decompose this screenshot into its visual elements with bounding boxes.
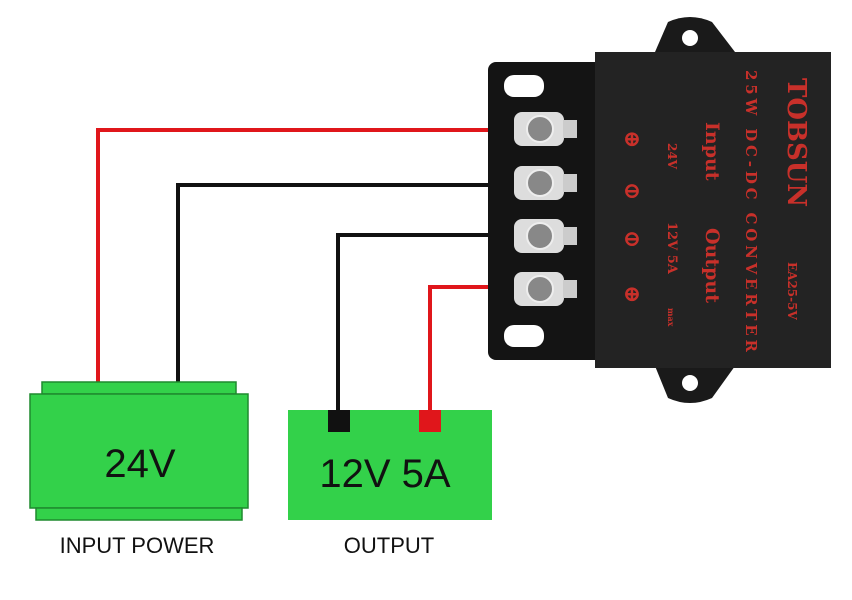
- dc-dc-converter: TOBSUN EA25-5V 25W DC-DC CONVERTER Input…: [488, 17, 831, 403]
- terminal-screw[interactable]: [514, 166, 577, 200]
- terminal-screw[interactable]: [514, 272, 577, 306]
- output-max: max: [666, 308, 676, 327]
- terminal-screw[interactable]: [514, 112, 577, 146]
- input-voltage-label: 24V: [104, 442, 175, 486]
- output-load: 12V 5A: [288, 410, 492, 520]
- input-negative-wire: [176, 183, 525, 385]
- terminal-block: [514, 112, 577, 306]
- plus-symbol: ⊕: [623, 126, 641, 152]
- output-voltage-label: 12V 5A: [319, 452, 451, 496]
- output-label: Output: [701, 228, 723, 303]
- input-power-source: 24V: [29, 381, 249, 521]
- brand-logo: TOBSUN: [781, 78, 811, 207]
- plus-symbol: ⊕: [623, 281, 641, 307]
- minus-symbol: ⊖: [623, 226, 641, 252]
- input-label: Input: [701, 122, 723, 181]
- input-power-caption: INPUT POWER: [60, 533, 215, 558]
- input-voltage: 24V: [665, 143, 679, 170]
- model-number: EA25-5V: [785, 262, 799, 320]
- output-negative-terminal: [328, 410, 350, 432]
- input-positive-wire: [96, 128, 525, 385]
- output-caption: OUTPUT: [344, 533, 434, 558]
- output-negative-wire: [336, 233, 525, 412]
- output-rating: 12V 5A: [664, 222, 679, 275]
- terminal-screw[interactable]: [514, 219, 577, 253]
- minus-symbol: ⊖: [623, 178, 641, 204]
- output-positive-terminal: [419, 410, 441, 432]
